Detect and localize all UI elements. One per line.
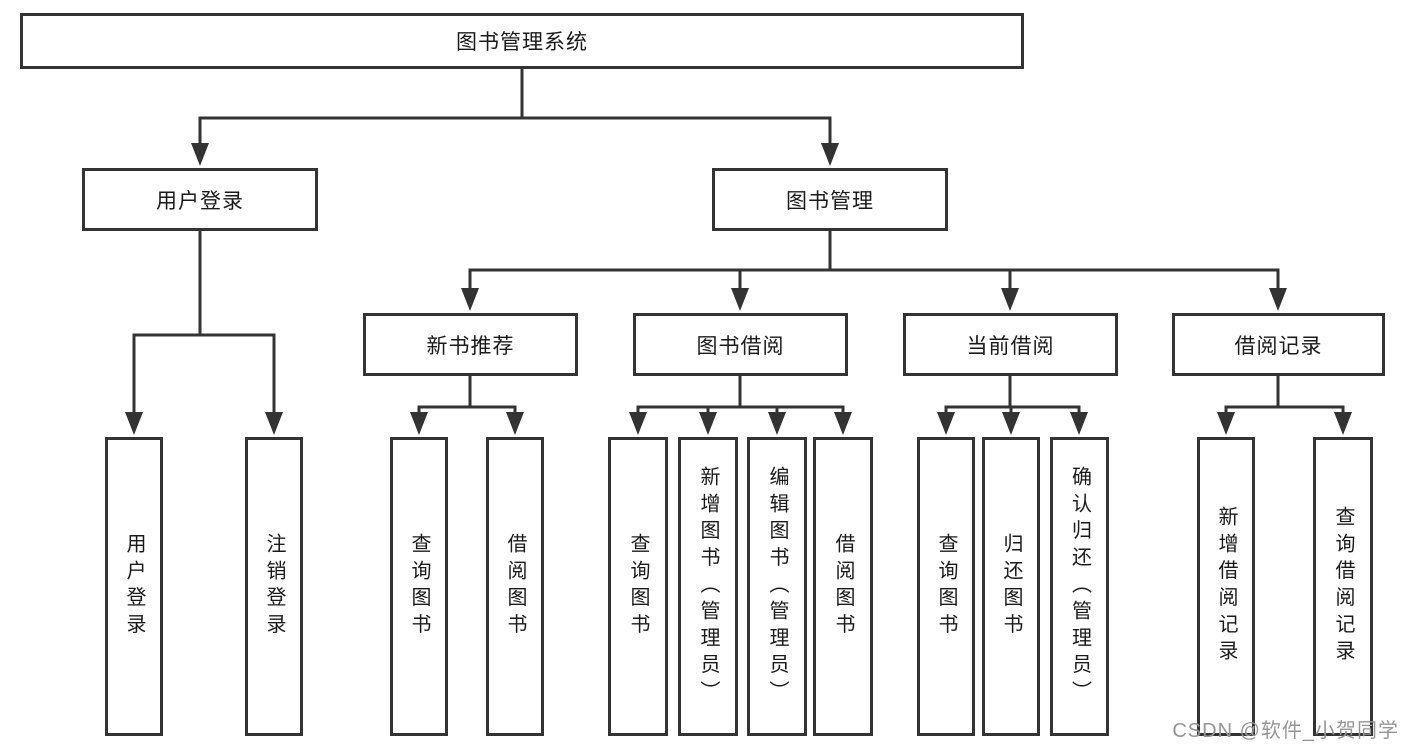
node-book-borrow-label: 图书借阅 <box>696 334 785 358</box>
leaf-edit-books-admin-label: 编辑图书（管理员） <box>766 465 788 708</box>
leaf-add-borrow-record-label: 新增借阅记录 <box>1215 506 1237 667</box>
leaf-borrow-books: 借阅图书 <box>813 437 873 736</box>
leaf-borrow-books-recommend-label: 借阅图书 <box>504 532 526 641</box>
node-new-book-recommend-label: 新书推荐 <box>426 334 515 358</box>
node-current-borrow: 当前借阅 <box>903 313 1118 376</box>
leaf-confirm-return-admin-label: 确认归还（管理员） <box>1068 465 1091 708</box>
node-book-borrow: 图书借阅 <box>633 313 848 376</box>
leaf-query-books-recommend: 查询图书 <box>390 437 448 736</box>
node-borrow-records-label: 借阅记录 <box>1234 334 1323 358</box>
leaf-query-borrow-record-label: 查询借阅记录 <box>1332 506 1354 667</box>
leaf-edit-books-admin: 编辑图书（管理员） <box>747 437 807 736</box>
leaf-borrow-books-label: 借阅图书 <box>832 532 854 641</box>
leaf-return-books-label: 归还图书 <box>1000 532 1022 641</box>
leaf-query-borrow-record: 查询借阅记录 <box>1313 437 1373 736</box>
node-borrow-records: 借阅记录 <box>1172 313 1385 376</box>
csdn-watermark: CSDN @软件_小贺同学 <box>1172 720 1399 742</box>
leaf-query-books-recommend-label: 查询图书 <box>408 532 430 641</box>
node-new-book-recommend: 新书推荐 <box>363 313 578 376</box>
leaf-return-books: 归还图书 <box>982 437 1040 736</box>
leaf-query-books-current: 查询图书 <box>917 437 975 736</box>
node-book-management-label: 图书管理 <box>786 189 874 213</box>
leaf-add-books-admin-label: 新增图书（管理员） <box>697 465 719 708</box>
leaf-user-login: 用户登录 <box>105 437 163 736</box>
node-root-label: 图书管理系统 <box>456 31 588 54</box>
leaf-query-books-current-label: 查询图书 <box>935 532 957 641</box>
leaf-add-books-admin: 新增图书（管理员） <box>678 437 738 736</box>
node-user-login-label: 用户登录 <box>156 189 244 213</box>
node-root: 图书管理系统 <box>20 13 1024 69</box>
leaf-logout: 注销登录 <box>245 437 303 736</box>
leaf-query-books-borrow: 查询图书 <box>608 437 668 736</box>
node-user-login: 用户登录 <box>82 168 318 231</box>
leaf-logout-label: 注销登录 <box>263 532 285 641</box>
leaf-add-borrow-record: 新增借阅记录 <box>1197 437 1255 736</box>
leaf-confirm-return-admin: 确认归还（管理员） <box>1050 437 1109 736</box>
leaf-query-books-borrow-label: 查询图书 <box>627 532 649 641</box>
leaf-borrow-books-recommend: 借阅图书 <box>486 437 544 736</box>
node-current-borrow-label: 当前借阅 <box>966 334 1055 358</box>
node-book-management: 图书管理 <box>712 168 948 231</box>
leaf-user-login-label: 用户登录 <box>123 532 145 641</box>
